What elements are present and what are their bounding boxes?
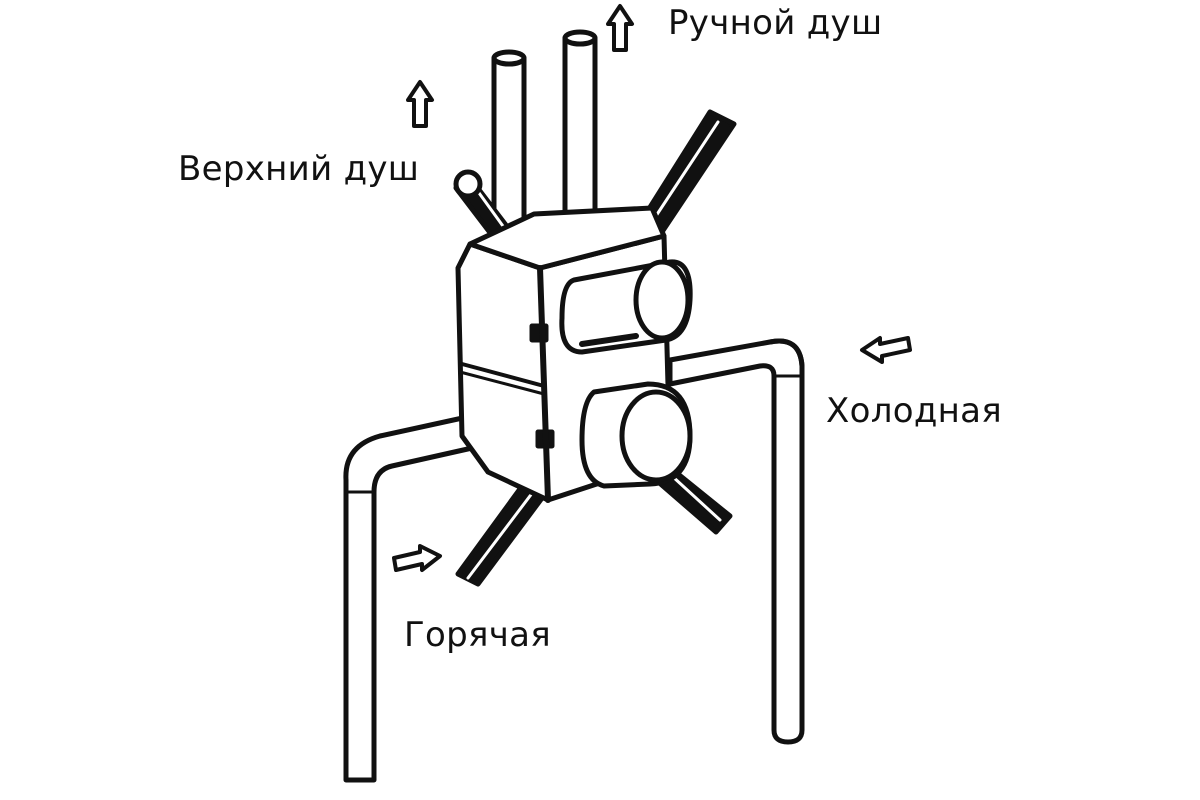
hand-shower-label: Ручной душ	[668, 3, 883, 43]
thermostat-cartridge	[579, 381, 693, 489]
arrow-right-icon-hot	[392, 544, 442, 572]
arrow-up-icon-top-shower	[406, 80, 434, 128]
hot-water-label: Горячая	[404, 615, 552, 655]
cold-water-label: Холодная	[826, 391, 1003, 431]
hot-pipe	[343, 405, 505, 783]
top-shower-label: Верхний душ	[178, 149, 420, 189]
arrow-up-icon-hand-shower	[606, 4, 634, 52]
cold-pipe	[667, 338, 805, 745]
hand-shower-pipe	[562, 29, 598, 231]
arrow-left-icon-cold	[860, 336, 912, 364]
diverter-cartridge	[559, 259, 693, 355]
